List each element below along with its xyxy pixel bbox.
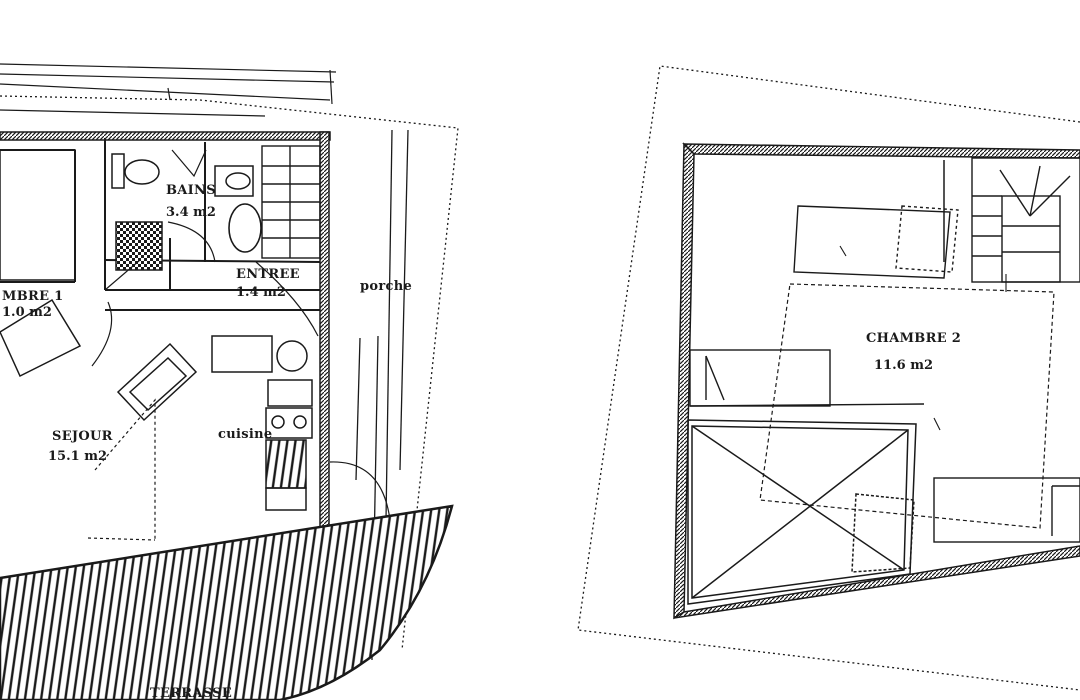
exterior-walls-right: [673, 142, 1080, 620]
porch-door-arc: [329, 461, 391, 521]
room-area-sejour: 15.1 m2: [48, 449, 107, 464]
terrasse-label: TERRASSE: [150, 686, 232, 700]
room-label-bains: BAINS: [166, 183, 216, 198]
upper-floor-plan: CHAMBRE 2 11.6 m2: [577, 65, 1080, 691]
room-area-entree: 1.4 m2: [236, 285, 286, 300]
toilet-icon: [111, 153, 160, 189]
dimension-ticks-upper: [839, 245, 1007, 431]
staircase-upper-icon: [971, 157, 1080, 283]
property-boundary-right: [577, 65, 1080, 691]
door-swings-left: [91, 149, 319, 367]
room-label-chambre1: MBRE 1: [2, 289, 63, 304]
staircase-icon: [261, 145, 321, 259]
bed-upper-icon: [793, 205, 959, 279]
ground-floor-plan: MBRE 1 1.0 m2 BAINS 3.4 m2 ENTREE 1.4 m2…: [0, 63, 459, 700]
terrace-hatched-area: [0, 504, 454, 700]
kitchen-counter-icon: [211, 335, 313, 511]
cabinet-icon: [689, 349, 925, 407]
storage-box-icon: [933, 477, 1080, 543]
porche-label: porche: [360, 279, 412, 294]
room-label-chambre2: CHAMBRE 2: [866, 331, 961, 346]
room-area-bains: 3.4 m2: [166, 205, 216, 220]
room-area-chambre1: 1.0 m2: [2, 305, 52, 320]
room-area-chambre2: 11.6 m2: [874, 358, 933, 373]
shower-tray-icon: [115, 221, 163, 271]
room-label-entree: ENTREE: [236, 267, 300, 282]
room-label-sejour: SEJOUR: [52, 429, 113, 444]
bed-icon: [0, 149, 76, 281]
table-outline-icon: [87, 398, 156, 541]
property-boundary-left: [0, 95, 459, 651]
room-label-cuisine: cuisine: [218, 427, 272, 442]
skylight-icon: [687, 419, 917, 605]
armchair-icon: [0, 298, 198, 422]
bathtub-icon: [228, 203, 262, 253]
dimension-lines-top: [0, 63, 337, 117]
sink-icon: [214, 165, 254, 197]
